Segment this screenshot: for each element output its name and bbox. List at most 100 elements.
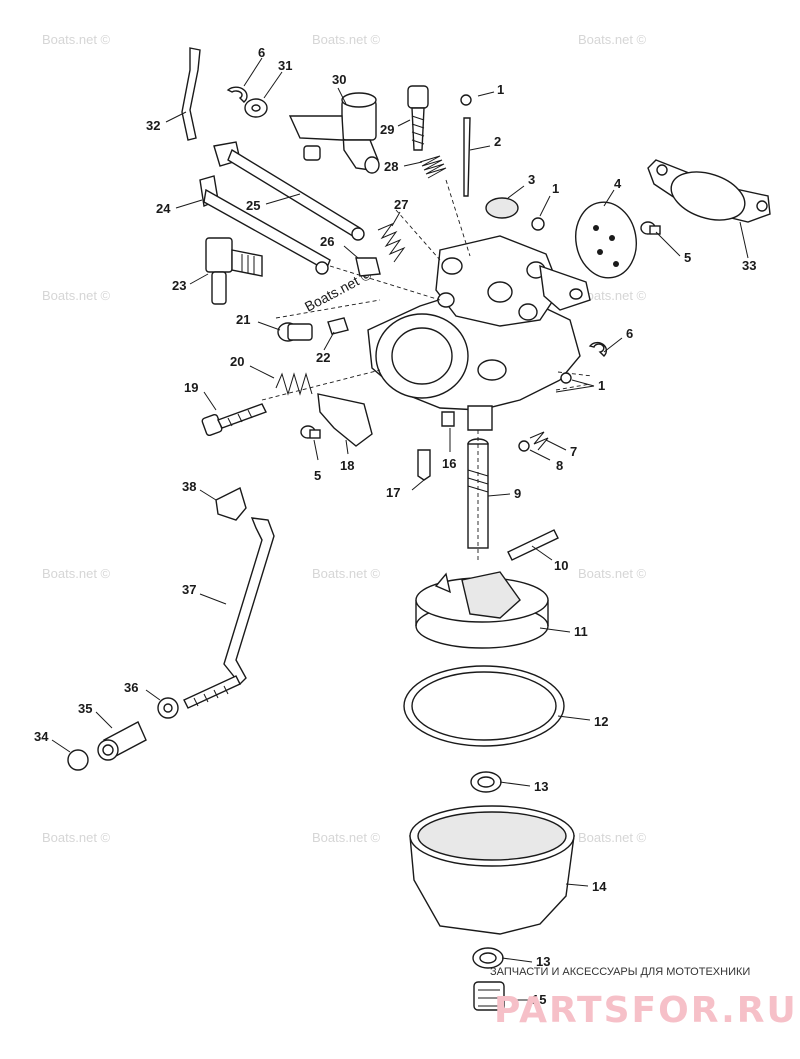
assembly-lines (261, 179, 593, 560)
part-35-bushing (97, 721, 147, 761)
part-1-ball (460, 94, 472, 106)
callout-31: 31 (278, 58, 292, 73)
callout-6: 6 (626, 326, 633, 341)
part-26-needle (355, 257, 381, 277)
callout-37: 37 (182, 582, 196, 597)
callout-15: 15 (532, 992, 546, 1007)
callout-10: 10 (554, 558, 568, 573)
part-11-float (415, 571, 549, 649)
part-6-e-clip (588, 341, 608, 357)
part-14-float-bowl (409, 805, 575, 935)
callout-6: 6 (258, 45, 265, 60)
watermark: Boats.net © (578, 566, 647, 581)
callout-33: 33 (742, 258, 756, 273)
callout-22: 22 (316, 350, 330, 365)
part-24-throttle-shaft (199, 175, 331, 275)
watermark: Boats.net © (312, 32, 381, 47)
part-13-washer (472, 947, 504, 969)
site-banner: PARTSFOR.RU ЗАПЧАСТИ И АКСЕССУАРЫ ДЛЯ МО… (490, 966, 798, 1031)
part-5-screw (300, 425, 321, 439)
part-7-spring (529, 431, 549, 451)
callout-34: 34 (34, 729, 49, 744)
part-12-gasket (403, 665, 565, 747)
part-37-choke-rod (223, 517, 275, 686)
callout-38: 38 (182, 479, 196, 494)
part-21-plug (277, 322, 313, 342)
callout-7: 7 (570, 444, 577, 459)
watermark: Boats.net © (578, 288, 647, 303)
watermark: Boats.net © (42, 566, 111, 581)
watermark: Boats.net © (42, 830, 111, 845)
part-15-drain-plug (473, 981, 505, 1011)
callout-1: 1 (598, 378, 605, 393)
callout-27: 27 (394, 197, 408, 212)
callout-16: 16 (442, 456, 456, 471)
part-19-needle-screw (201, 403, 267, 437)
part-38-bracket (215, 487, 247, 521)
callout-24: 24 (156, 201, 171, 216)
part-13-washer (470, 771, 502, 793)
banner-tagline: ЗАПЧАСТИ И АКСЕССУАРЫ ДЛЯ МОТОТЕХНИКИ (490, 966, 750, 978)
watermark: Boats.net © (578, 32, 647, 47)
callout-1: 1 (552, 181, 559, 196)
callout-9: 9 (514, 486, 521, 501)
callout-29: 29 (380, 122, 394, 137)
callout-8: 8 (556, 458, 563, 473)
part-8-ball (518, 440, 530, 452)
callout-36: 36 (124, 680, 138, 695)
watermark: Boats.net © (42, 288, 111, 303)
part-17-float-pin (417, 449, 431, 481)
callout-21: 21 (236, 312, 250, 327)
callout-28: 28 (384, 159, 398, 174)
part-5-screw (640, 221, 661, 235)
part-2-pin (463, 117, 471, 197)
part-25-choke-shaft (213, 141, 365, 241)
part-23-fitting (205, 237, 263, 305)
callout-32: 32 (146, 118, 160, 133)
callout-5: 5 (314, 468, 321, 483)
callout-13: 13 (536, 954, 550, 969)
part-3-plug (485, 197, 519, 219)
callout-5: 5 (684, 250, 691, 265)
part-16-jet (441, 411, 455, 427)
callout-23: 23 (172, 278, 186, 293)
part-27-spring (377, 222, 406, 263)
callout-18: 18 (340, 458, 354, 473)
callout-labels: 1 2 3 1 4 5 33 6 1 7 8 9 10 11 12 13 14 … (34, 45, 756, 1007)
part-32-bracket (181, 47, 201, 141)
callout-17: 17 (386, 485, 400, 500)
callout-20: 20 (230, 354, 244, 369)
watermark: Boats.net © (578, 830, 647, 845)
brand-logo: PARTSFOR.RU (494, 990, 798, 1031)
part-10-float-pin (507, 529, 559, 561)
part-30-fitting (288, 92, 380, 174)
callout-2: 2 (494, 134, 501, 149)
part-29-screw (407, 85, 429, 151)
callout-4: 4 (614, 176, 622, 191)
part-36-nut (157, 697, 179, 719)
part-4-diaphragm (575, 201, 637, 279)
callout-12: 12 (594, 714, 608, 729)
callout-1: 1 (497, 82, 504, 97)
callout-26: 26 (320, 234, 334, 249)
callout-13: 13 (534, 779, 548, 794)
callout-3: 3 (528, 172, 535, 187)
watermark: Boats.net © (312, 830, 381, 845)
carburetor-body (367, 235, 591, 431)
callout-25: 25 (246, 198, 260, 213)
part-22-jet (327, 317, 349, 335)
callout-14: 14 (592, 879, 607, 894)
callout-30: 30 (332, 72, 346, 87)
watermark: Boats.net © (42, 32, 111, 47)
part-18-plate (317, 393, 373, 447)
part-33-gasket (647, 159, 771, 223)
part-20-spring (275, 372, 313, 396)
part-6-e-clip (226, 86, 248, 103)
callout-35: 35 (78, 701, 92, 716)
callout-11: 11 (574, 624, 588, 639)
part-1-ball (531, 217, 545, 231)
part-34-ring (67, 749, 89, 771)
part-28-spring (419, 155, 447, 179)
